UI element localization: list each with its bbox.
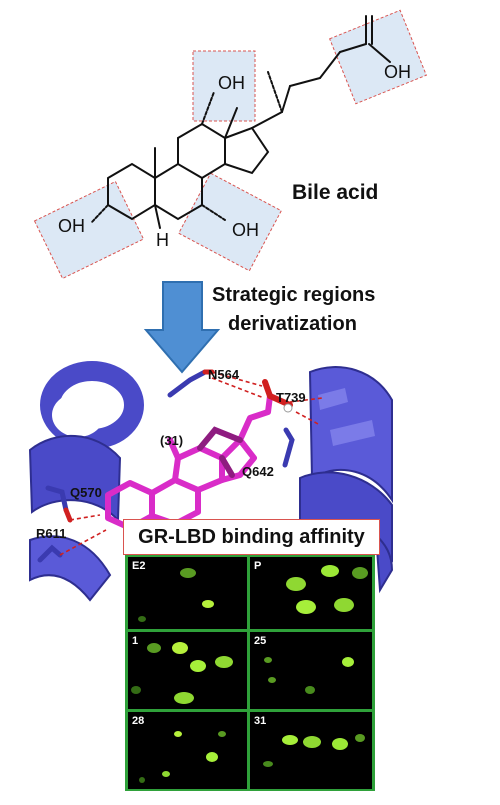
region-7-oh (178, 172, 282, 272)
region-3-oh (33, 180, 145, 280)
bile-acid-structure: OH OH OH OH H Bile acid (33, 9, 427, 280)
panel-p: P (250, 557, 372, 629)
panel-25: 25 (250, 632, 372, 709)
group-oh-12: OH (218, 73, 245, 93)
panel-label: E2 (132, 560, 146, 572)
cell-spots (264, 657, 354, 694)
residue-r611: R611 (36, 526, 66, 541)
group-oh-7: OH (232, 220, 259, 240)
panel-label: P (254, 560, 262, 572)
residue-q570: Q570 (70, 485, 102, 500)
arrow-text-line-1: Strategic regions (212, 284, 375, 306)
panel-28: 28 (128, 712, 247, 789)
residue-t739: T739 (276, 390, 306, 405)
bile-acid-label: Bile acid (292, 181, 378, 204)
panel-label: 1 (132, 635, 139, 647)
panel-1: 1 (128, 632, 247, 709)
arrow-text-line-2: derivatization (228, 313, 357, 335)
region-17-chain (329, 9, 427, 105)
group-oh-acid: OH (384, 62, 411, 82)
panel-31: 31 (250, 712, 372, 789)
ligand-label-31: (31) (160, 433, 183, 448)
binding-affinity-banner: GR-LBD binding affinity (123, 519, 380, 555)
fluorescence-grid: E2 P 1 25 (125, 555, 375, 791)
residue-n564: N564 (208, 367, 240, 382)
cell-spots (138, 568, 214, 622)
region-12-oh (192, 50, 256, 122)
cell-spots (139, 731, 226, 783)
panel-label: 31 (254, 715, 267, 727)
panel-label: 28 (132, 715, 145, 727)
residue-q642: Q642 (242, 464, 274, 479)
panel-label: 25 (254, 635, 267, 647)
cell-spots (131, 642, 233, 704)
group-oh-3: OH (58, 216, 85, 236)
panel-e2: E2 (128, 557, 247, 629)
down-arrow-icon (143, 281, 221, 374)
group-h-5: H (156, 230, 169, 250)
cell-spots (286, 565, 368, 614)
cell-spots (263, 734, 365, 767)
